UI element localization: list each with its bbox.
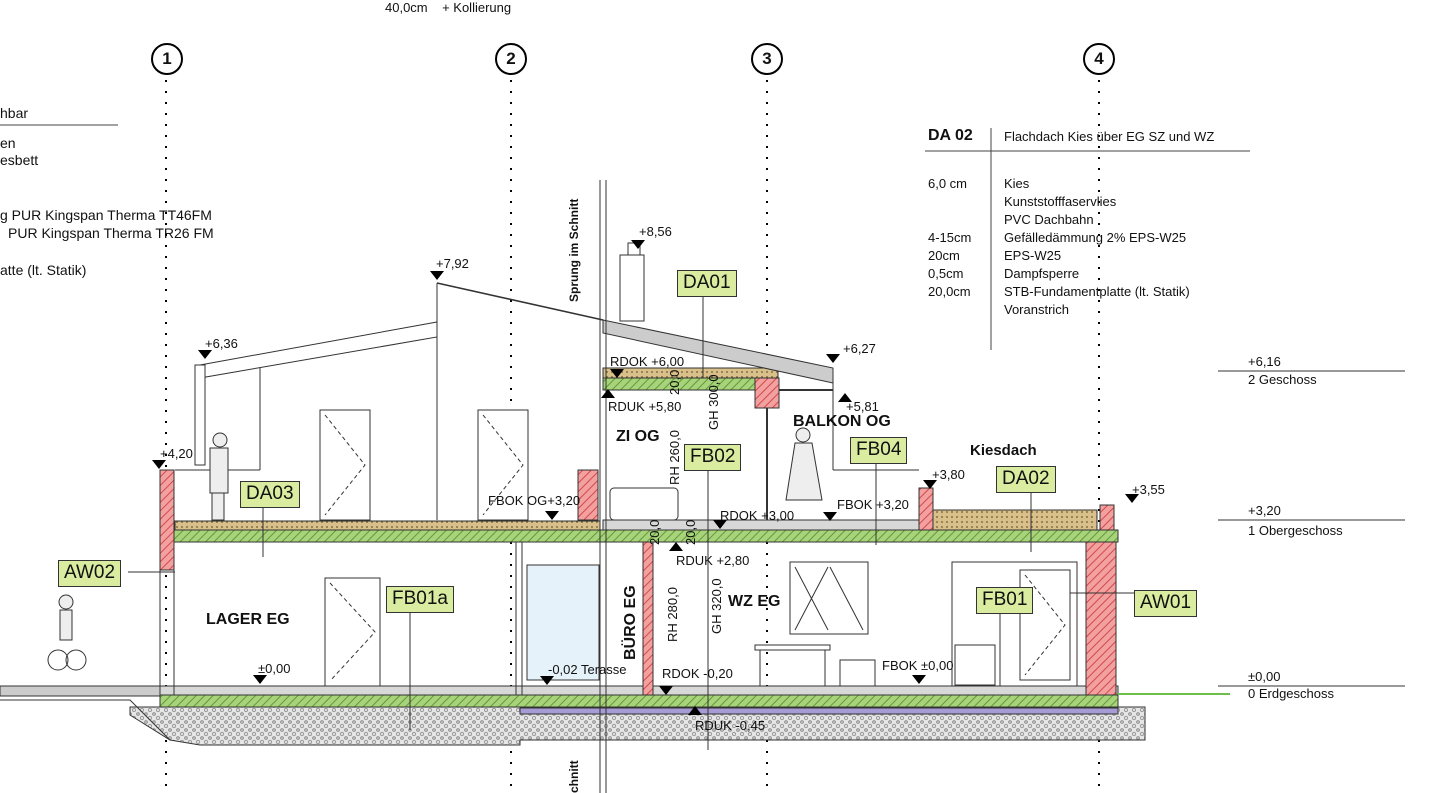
cell: Dampfsperre bbox=[1004, 266, 1080, 281]
axis-marker-1: 1 bbox=[151, 43, 183, 75]
dimension: RH 260,0 bbox=[667, 430, 682, 485]
level-value: +6,16 bbox=[1248, 354, 1281, 369]
legend-line: PUR Kingspan Therma TR26 FM bbox=[8, 225, 214, 241]
dimension: 20,0 bbox=[647, 519, 662, 545]
dimension: 20,0 bbox=[667, 369, 682, 395]
cell: 4-15cm bbox=[928, 230, 972, 245]
cell: STB-Fundamentplatte (lt. Statik) bbox=[1004, 284, 1190, 299]
dimension: GH 300,0 bbox=[706, 374, 721, 430]
dimension: GH 320,0 bbox=[709, 578, 724, 634]
jump-in-section-label: chnitt bbox=[567, 760, 581, 793]
elevation: RDOK +3,00 bbox=[720, 508, 795, 523]
tag-aw02: AW02 bbox=[58, 560, 122, 587]
tag-da02: DA02 bbox=[996, 466, 1056, 493]
room-buero-eg: BÜRO EG bbox=[622, 585, 639, 660]
legend-line: atte (lt. Statik) bbox=[0, 262, 87, 278]
dimension: RH 280,0 bbox=[665, 587, 680, 642]
elevation: FBOK +3,20 bbox=[837, 497, 909, 512]
tag-fb01a: FB01a bbox=[386, 586, 454, 613]
elevation: +8,56 bbox=[639, 224, 672, 239]
cell: Kunststofffaservlies bbox=[1004, 194, 1117, 209]
elevation: +3,55 bbox=[1132, 482, 1165, 497]
room-zi-og: ZI OG bbox=[616, 428, 660, 445]
cell: 6,0 cm bbox=[928, 176, 968, 191]
cell: EPS-W25 bbox=[1004, 248, 1062, 263]
table-code: DA 02 bbox=[928, 127, 973, 144]
room-lager-eg: LAGER EG bbox=[206, 611, 290, 628]
jump-in-section-label: Sprung im Schnitt bbox=[567, 198, 581, 302]
elevation: RDOK +6,00 bbox=[610, 354, 685, 369]
elevation: RDUK +5,80 bbox=[608, 399, 682, 414]
cell: PVC Dachbahn bbox=[1004, 212, 1094, 227]
elevation: +7,92 bbox=[436, 256, 469, 271]
cell: 0,5cm bbox=[928, 266, 964, 281]
level-name: 0 Erdgeschoss bbox=[1248, 686, 1334, 701]
level-name: 1 Obergeschoss bbox=[1248, 523, 1343, 538]
elevation: +3,80 bbox=[932, 467, 965, 482]
tag-da01: DA01 bbox=[677, 270, 737, 297]
cell: Gefälledämmung 2% EPS-W25 bbox=[1004, 230, 1187, 245]
room-kiesdach: Kiesdach bbox=[970, 442, 1037, 459]
elevation: -0,02 Terasse bbox=[548, 662, 627, 677]
room-wz-eg: WZ EG bbox=[728, 593, 781, 610]
cell: Voranstrich bbox=[1004, 302, 1070, 317]
cell: 20,0cm bbox=[928, 284, 971, 299]
elevation: ±0,00 bbox=[258, 661, 291, 676]
level-value: +3,20 bbox=[1248, 503, 1281, 518]
elevation: +4,20 bbox=[160, 446, 193, 461]
table-thickness-col: 6,0 cm 4-15cm 20cm 0,5cm 20,0cm bbox=[928, 175, 971, 301]
legend-line: esbett bbox=[0, 152, 39, 168]
room-balkon-og: BALKON OG bbox=[793, 413, 891, 430]
elevation: FBOK ±0,00 bbox=[882, 658, 954, 673]
tag-fb02: FB02 bbox=[684, 444, 742, 471]
legend-line: g PUR Kingspan Therma TT46FM bbox=[0, 207, 212, 223]
cell bbox=[928, 211, 971, 229]
cell: Kies bbox=[1004, 176, 1030, 191]
table-title: Flachdach Kies über EG SZ und WZ bbox=[1004, 129, 1215, 144]
cell: 20cm bbox=[928, 248, 960, 263]
top-note: 40,0cm + Kollierung bbox=[385, 0, 512, 15]
tag-aw01: AW01 bbox=[1134, 590, 1198, 617]
tag-fb04: FB04 bbox=[850, 437, 908, 464]
people-figures bbox=[47, 427, 823, 671]
tag-fb01: FB01 bbox=[976, 587, 1034, 614]
elevation: FBOK OG+3,20 bbox=[488, 493, 581, 508]
elevation: +6,27 bbox=[843, 341, 876, 356]
elevation: +5,81 bbox=[846, 399, 879, 414]
elevation: RDUK +2,80 bbox=[676, 553, 750, 568]
axis-marker-2: 2 bbox=[495, 43, 527, 75]
elevation: +6,36 bbox=[205, 336, 238, 351]
dimension: 20,0 bbox=[683, 519, 698, 545]
cell bbox=[928, 193, 971, 211]
legend-line: hbar bbox=[0, 105, 29, 121]
legend-line: en bbox=[0, 135, 16, 151]
axis-marker-3: 3 bbox=[751, 43, 783, 75]
tag-da03: DA03 bbox=[240, 481, 300, 508]
elevation: RDUK -0,45 bbox=[695, 718, 766, 733]
level-name: 2 Geschoss bbox=[1248, 372, 1317, 387]
elevation: RDOK -0,20 bbox=[662, 666, 733, 681]
level-value: ±0,00 bbox=[1248, 669, 1281, 684]
axis-marker-4: 4 bbox=[1083, 43, 1115, 75]
